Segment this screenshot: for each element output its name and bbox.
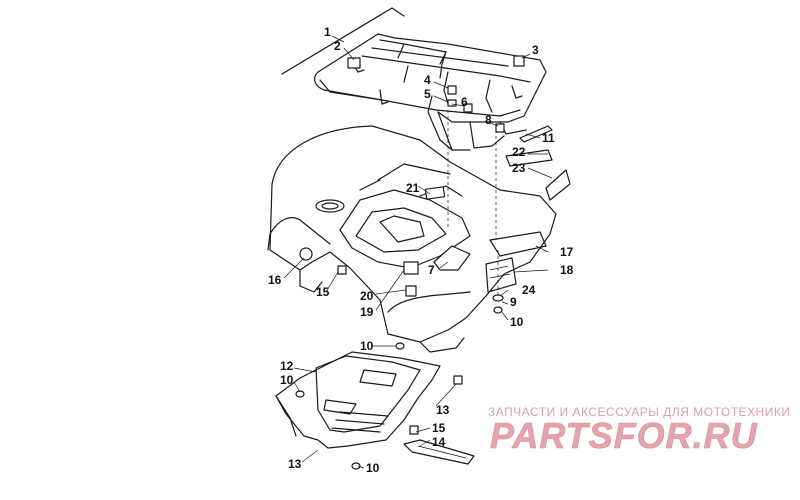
footwell-guard — [275, 351, 441, 449]
callout-18: 18 — [560, 263, 574, 277]
callout-labels: 1 2 3 4 5 6 7 8 9 10 10 10 10 11 12 13 1… — [268, 25, 574, 475]
callout-10-b: 10 — [360, 339, 374, 353]
callout-21: 21 — [406, 181, 420, 195]
watermark-logo: PARTSFOR.RU — [490, 416, 758, 456]
callout-8: 8 — [485, 113, 492, 127]
leader-lines — [283, 35, 553, 469]
callout-1: 1 — [324, 25, 331, 39]
rear-fender-body — [267, 125, 557, 353]
callout-2: 2 — [334, 39, 341, 53]
callout-20: 20 — [360, 289, 374, 303]
callout-10-c: 10 — [280, 373, 294, 387]
callout-9: 9 — [510, 295, 517, 309]
rear-rack — [281, 7, 547, 151]
callout-13-b: 13 — [288, 457, 302, 471]
callout-15-a: 15 — [316, 285, 330, 299]
callout-13-a: 13 — [436, 403, 450, 417]
callout-12: 12 — [280, 359, 294, 373]
callout-4: 4 — [424, 73, 431, 87]
callout-14: 14 — [432, 435, 446, 449]
callout-15-b: 15 — [432, 421, 446, 435]
watermark-tagline: ЗАПЧАСТИ И АКСЕССУАРЫ ДЛЯ МОТОТЕХНИКИ — [488, 405, 791, 419]
callout-19: 19 — [360, 305, 374, 319]
callout-7: 7 — [428, 263, 435, 277]
callout-3: 3 — [532, 43, 539, 57]
callout-22: 22 — [512, 145, 526, 159]
callout-17: 17 — [560, 245, 574, 259]
callout-16: 16 — [268, 273, 282, 287]
callout-10-d: 10 — [366, 461, 380, 475]
callout-10-a: 10 — [510, 315, 524, 329]
callout-5: 5 — [424, 87, 431, 101]
callout-11: 11 — [542, 131, 555, 145]
callout-23: 23 — [512, 161, 526, 175]
footrest — [403, 439, 475, 465]
callout-24: 24 — [522, 283, 536, 297]
watermark-logo-text: PARTSFOR.RU — [490, 416, 758, 456]
callout-6: 6 — [461, 95, 468, 109]
